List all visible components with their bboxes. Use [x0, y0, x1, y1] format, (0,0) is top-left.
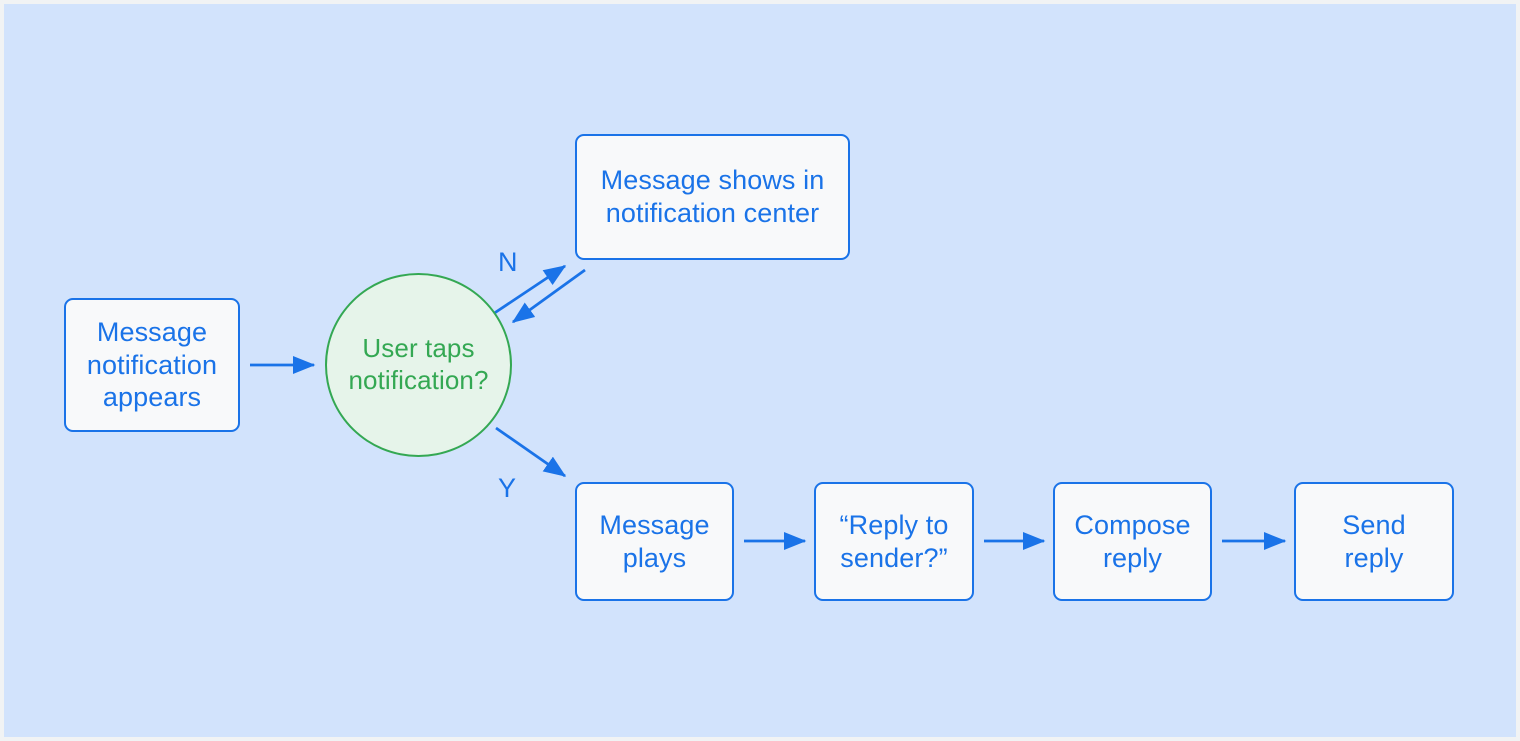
node-label: Send reply	[1342, 509, 1406, 573]
node-send-reply[interactable]: Send reply	[1294, 482, 1454, 601]
node-message-plays[interactable]: Message plays	[575, 482, 734, 601]
node-compose-reply[interactable]: Compose reply	[1053, 482, 1212, 601]
node-label: Message shows in notification center	[600, 165, 825, 228]
node-label: Message plays	[599, 509, 710, 573]
node-reply-to-sender[interactable]: “Reply to sender?”	[814, 482, 974, 601]
edge-label-y: Y	[498, 473, 517, 503]
node-user-taps-notification[interactable]: User taps notification?	[325, 273, 512, 457]
node-message-notification-appears[interactable]: Message notification appears	[64, 298, 240, 432]
node-label: Message notification appears	[86, 316, 218, 413]
edge-label-n: N	[498, 247, 518, 277]
node-message-shows-in-notification-center[interactable]: Message shows in notification center	[575, 134, 850, 260]
edge-notification-center-to-decision	[511, 268, 586, 324]
edge-decision-to-message-plays	[495, 426, 567, 478]
node-label: Compose reply	[1074, 509, 1191, 573]
node-label: User taps notification?	[348, 333, 489, 395]
node-label: “Reply to sender?”	[839, 509, 949, 573]
